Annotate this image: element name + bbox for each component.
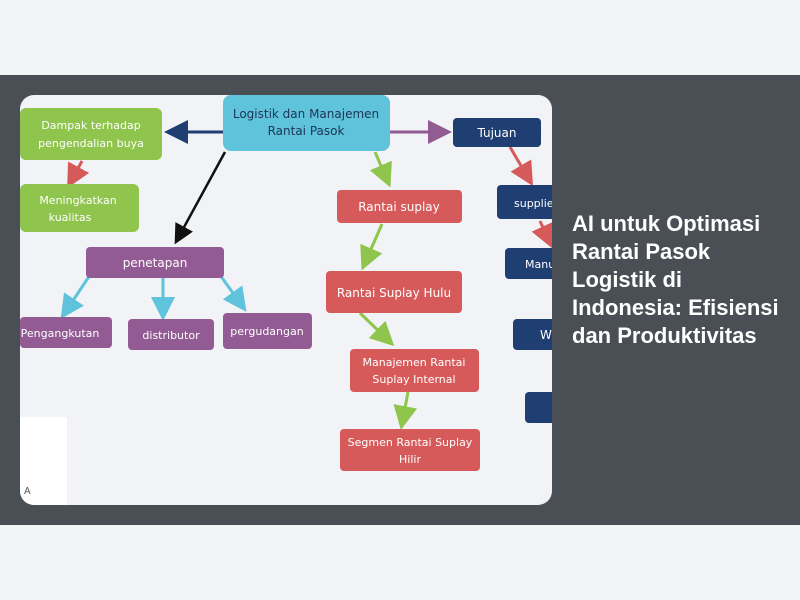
node-manu-label: Manu: [525, 258, 552, 271]
connector-root-to-penetapan: [174, 151, 227, 245]
node-hilir-label-1: Segmen Rantai Suplay: [348, 436, 473, 449]
node-meningkatkan-label-1: Meningkatkan: [39, 194, 116, 207]
node-rantai-suplay: Rantai suplay: [337, 190, 462, 223]
node-dampak-label-1: Dampak terhadap: [41, 119, 140, 132]
connector-tujuan-to-supplier: [508, 146, 534, 187]
node-supplier-label: supplie: [514, 197, 552, 210]
node-hilir-label-2: Hilir: [399, 453, 421, 466]
node-w: W: [513, 319, 552, 350]
node-pengangkutan-label: Pengangkutan: [21, 327, 100, 340]
mind-map-diagram: Logistik dan Manajemen Rantai Pasok Damp…: [20, 95, 552, 505]
node-penetapan: penetapan: [86, 247, 224, 278]
node-meningkatkan-label-2: kualitas: [49, 211, 92, 224]
node-penetapan-label: penetapan: [123, 256, 188, 270]
connector-rantai-to-hulu: [360, 223, 384, 271]
node-root-label-1: Logistik dan Manajemen: [233, 107, 379, 121]
node-partial-bottom: [525, 392, 552, 423]
node-internal: Manajemen Rantai Suplay Internal: [350, 349, 479, 392]
node-dampak-label-2: pengendalian buya: [38, 137, 144, 150]
connector-dampak-to-meningkatkan: [67, 160, 90, 189]
node-root-label-2: Rantai Pasok: [268, 124, 345, 138]
node-tujuan: Tujuan: [453, 118, 541, 147]
node-pergudangan-label: pergudangan: [230, 325, 303, 338]
node-pengangkutan: Pengangkutan: [20, 317, 112, 348]
connector-penetapan-to-pergudangan: [218, 274, 247, 312]
node-supplier: supplie: [497, 185, 552, 219]
node-manu: Manu: [505, 248, 552, 279]
node-w-label: W: [540, 328, 552, 342]
node-hulu: Rantai Suplay Hulu: [326, 271, 462, 313]
node-hulu-label: Rantai Suplay Hulu: [337, 286, 451, 300]
corner-text: A: [24, 486, 31, 497]
node-distributor: distributor: [128, 319, 214, 350]
node-distributor-label: distributor: [142, 329, 200, 342]
node-internal-label-1: Manajemen Rantai: [363, 356, 466, 369]
node-pergudangan: pergudangan: [223, 313, 312, 349]
node-rantai-suplay-label: Rantai suplay: [358, 200, 440, 214]
node-meningkatkan: Meningkatkan kualitas: [20, 184, 139, 232]
node-internal-label-2: Suplay Internal: [372, 373, 455, 386]
connector-supplier-to-manu: [531, 220, 552, 249]
article-thumbnail[interactable]: Logistik dan Manajemen Rantai Pasok Damp…: [20, 95, 552, 505]
node-root: Logistik dan Manajemen Rantai Pasok: [223, 95, 390, 151]
connector-root-to-rantai-suplay: [369, 151, 392, 188]
corner-white-panel: A: [20, 417, 67, 505]
node-hilir: Segmen Rantai Suplay Hilir: [340, 429, 480, 471]
connector-hulu-to-internal: [358, 311, 395, 347]
node-dampak: Dampak terhadap pengendalian buya: [20, 108, 162, 160]
connector-penetapan-to-pengangkutan: [60, 274, 92, 319]
node-tujuan-label: Tujuan: [476, 126, 516, 140]
connector-internal-to-hilir: [393, 391, 418, 430]
article-title[interactable]: AI untuk Optimasi Rantai Pasok Logistik …: [572, 211, 779, 348]
